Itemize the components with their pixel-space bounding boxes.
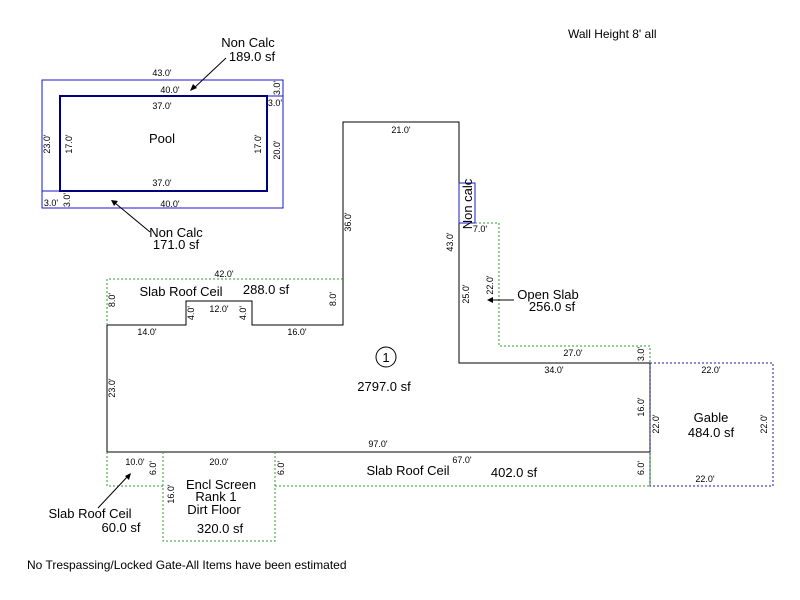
slab-small-dim-top-10: 10.0' <box>125 457 145 467</box>
main-dim-bottom-97: 97.0' <box>368 439 388 449</box>
encl-line3: Dirt Floor <box>187 502 241 517</box>
pool-dim-left-23: 23.0' <box>42 134 52 154</box>
pool-noncalc-bottom-title: Non Calc <box>149 225 203 240</box>
pool-noncalc-top-arrow <box>192 57 227 90</box>
gable-dim-right-22: 22.0' <box>759 414 769 434</box>
slab-top-dim-left-8: 8.0' <box>107 293 117 308</box>
open-slab-outline <box>475 222 651 363</box>
encl-area: 320.0 sf <box>197 521 244 536</box>
pool-noncalc-top-arrowhead <box>190 84 197 91</box>
open-slab-dim-right-3: 3.0' <box>636 347 646 362</box>
pool-dim-left-17: 17.0' <box>64 134 74 154</box>
pool-dim-right-3-mid: 3.0' <box>268 98 283 108</box>
pool-outline <box>59 95 268 192</box>
pool-dim-bottom-40: 40.0' <box>160 199 180 209</box>
noncalc-small-outline <box>458 182 476 224</box>
pool-dim-outer-top: 43.0' <box>152 68 172 78</box>
slab-top-dim-42: 42.0' <box>214 269 234 279</box>
wall-height-note: Wall Height 8' all <box>568 27 657 41</box>
pool-dim-right-17: 17.0' <box>253 134 263 154</box>
pool-dim-left-3-corner: 3.0' <box>44 198 59 208</box>
gable-dim-top-22: 22.0' <box>701 365 721 375</box>
footer-note: No Trespassing/Locked Gate-All Items hav… <box>27 558 347 572</box>
pool-noncalc-bottom-arrowhead <box>111 200 118 206</box>
open-slab-dim-side-22: 22.0' <box>485 275 495 295</box>
gable-title: Gable <box>694 410 729 425</box>
slab-small-arrowhead <box>125 473 131 480</box>
gable-area: 484.0 sf <box>688 425 735 440</box>
pool-label: Pool <box>149 131 175 146</box>
main-dim-right-16: 16.0' <box>636 397 646 417</box>
main-dim-step-4b: 4.0' <box>238 306 248 321</box>
pool-noncalc-bottom-area: 171.0 sf <box>153 237 200 252</box>
slab-small-area: 60.0 sf <box>101 520 140 535</box>
slab-small-dim-right-6: 6.0' <box>148 461 158 476</box>
main-dim-top-21: 21.0' <box>391 125 411 135</box>
gable-outline <box>649 362 774 487</box>
slab-bottom-dim-top-67: 67.0' <box>452 455 472 465</box>
main-dim-right-43: 43.0' <box>445 232 455 252</box>
slab-top-area: 288.0 sf <box>243 282 290 297</box>
slab-small-title: Slab Roof Ceil <box>48 506 131 521</box>
encl-line1: Encl Screen <box>186 477 256 492</box>
slab-bottom-dim-left-6: 6.0' <box>276 461 286 476</box>
main-dim-step-16: 16.0' <box>287 327 307 337</box>
open-slab-area: 256.0 sf <box>529 299 576 314</box>
main-marker-number: 1 <box>382 350 389 365</box>
encl-dim-left-16: 16.0' <box>166 484 176 504</box>
pool-noncalc-top-title: Non Calc <box>221 35 275 50</box>
main-dim-left-8: 8.0' <box>328 292 338 307</box>
main-dim-right-25: 25.0' <box>461 284 471 304</box>
encl-outline <box>162 452 276 542</box>
slab-bottom-outline <box>275 452 651 487</box>
pool-outer-outline <box>41 79 284 209</box>
open-slab-dim-top-7: 7.0' <box>473 224 488 234</box>
main-dim-step-12: 12.0' <box>209 304 229 314</box>
gable-dim-left-22: 22.0' <box>651 414 661 434</box>
main-area: 2797.0 sf <box>357 379 411 394</box>
slab-small-arrow <box>97 475 129 509</box>
slab-small-outline <box>106 452 163 487</box>
slab-bottom-area: 402.0 sf <box>491 465 538 480</box>
main-dim-step-14: 14.0' <box>137 327 157 337</box>
gable-dim-bottom-22: 22.0' <box>695 474 715 484</box>
pool-dim-top-37: 37.0' <box>152 101 172 111</box>
main-dim-left-23: 23.0' <box>107 378 117 398</box>
main-dim-inner-34: 34.0' <box>544 365 564 375</box>
open-slab-dim-bottom-27: 27.0' <box>563 348 583 358</box>
main-dim-left-36: 36.0' <box>343 212 353 232</box>
pool-dim-top-40: 40.0' <box>160 85 180 95</box>
slab-bottom-label: Slab Roof Ceil <box>366 463 449 478</box>
pool-dim-right-3-top: 3.0' <box>272 81 282 96</box>
main-marker-circle <box>375 346 397 368</box>
encl-dim-top-20: 20.0' <box>209 457 229 467</box>
pool-dim-bottom-37: 37.0' <box>152 178 172 188</box>
pool-noncalc-bottom-arrow <box>114 202 151 233</box>
main-dim-step-4a: 4.0' <box>186 306 196 321</box>
encl-line2: Rank 1 <box>195 489 236 504</box>
slab-bottom-dim-right-6: 6.0' <box>636 461 646 476</box>
slab-top-outline <box>106 278 343 325</box>
pool-dim-left-3-low: 3.0' <box>62 193 72 208</box>
pool-noncalc-top-area: 189.0 sf <box>229 49 276 64</box>
pool-dim-right-20: 20.0' <box>272 140 282 160</box>
open-slab-arrowhead <box>487 297 493 303</box>
noncalc-small-label: Non calc <box>460 178 475 229</box>
slab-top-label: Slab Roof Ceil <box>139 284 222 299</box>
open-slab-title: Open Slab <box>517 287 578 302</box>
